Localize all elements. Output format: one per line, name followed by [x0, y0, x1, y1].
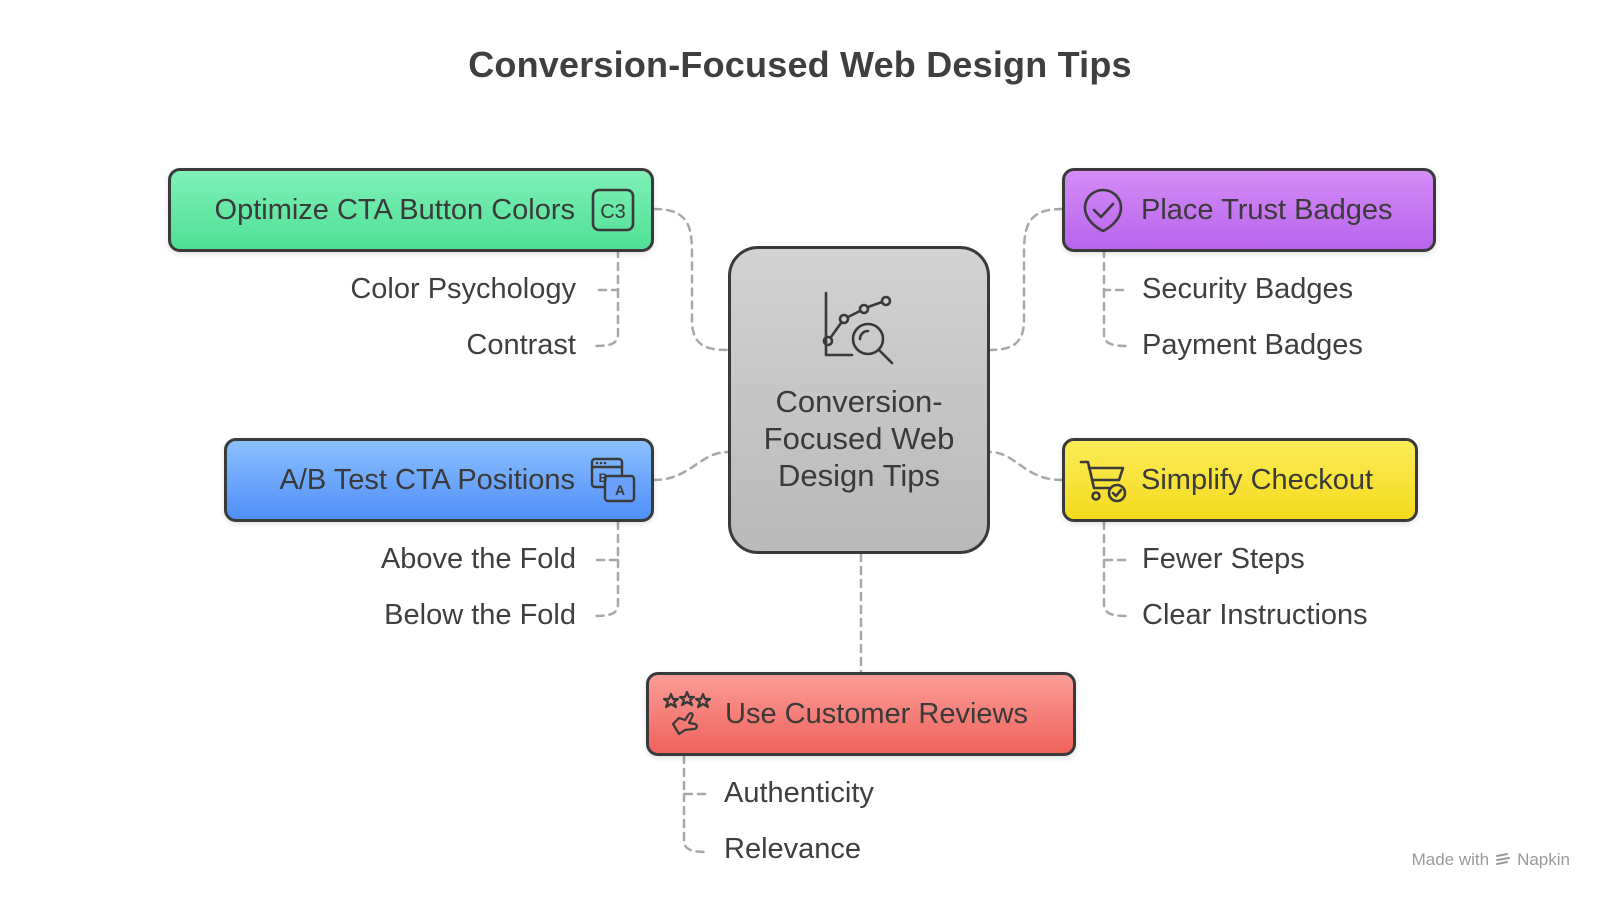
node-label: Simplify Checkout: [1141, 463, 1374, 496]
stars-hand-icon: [663, 690, 711, 736]
sub-color-psychology: Color Psychology: [350, 273, 576, 305]
svg-text:A: A: [615, 482, 625, 498]
node-optimize-cta-colors: Optimize CTA Button Colors C3: [168, 168, 654, 252]
sub-authenticity: Authenticity: [724, 777, 874, 809]
node-label: A/B Test CTA Positions: [279, 463, 576, 496]
svg-text:B: B: [599, 471, 608, 485]
sub-relevance: Relevance: [724, 833, 862, 865]
shield-check-icon: [1083, 188, 1123, 233]
footer-brand: Napkin: [1517, 850, 1570, 869]
node-simplify-checkout: Simplify Checkout: [1062, 438, 1418, 522]
node-label: Optimize CTA Button Colors: [214, 193, 575, 226]
center-topic-label: Conversion-Focused Web Design Tips: [763, 384, 955, 493]
color-code-icon: C3: [591, 188, 635, 232]
sub-above-the-fold: Above the Fold: [380, 543, 576, 575]
sub-contrast: Contrast: [466, 329, 576, 361]
cart-check-icon: [1079, 460, 1127, 503]
sub-below-the-fold: Below the Fold: [384, 599, 576, 631]
sub-clear-instructions: Clear Instructions: [1142, 599, 1368, 631]
node-use-customer-reviews: Use Customer Reviews: [646, 672, 1076, 756]
sub-security-badges: Security Badges: [1142, 273, 1354, 305]
ab-test-icon: B A: [590, 457, 636, 503]
node-label: Place Trust Badges: [1141, 193, 1393, 226]
made-with-napkin-watermark: Made with Napkin: [1412, 850, 1570, 870]
diagram-title: Conversion-Focused Web Design Tips: [468, 44, 1132, 85]
footer-prefix: Made with: [1411, 850, 1490, 869]
chart-search-icon: [822, 291, 894, 365]
center-topic-node: Conversion-Focused Web Design Tips: [728, 246, 990, 554]
sub-fewer-steps: Fewer Steps: [1142, 543, 1305, 575]
node-ab-test-cta-positions: A/B Test CTA Positions B A: [224, 438, 654, 522]
napkin-logo-icon: [1496, 853, 1511, 865]
sub-payment-badges: Payment Badges: [1142, 329, 1363, 361]
node-label: Use Customer Reviews: [725, 697, 1028, 730]
svg-text:C3: C3: [600, 201, 626, 223]
node-place-trust-badges: Place Trust Badges: [1062, 168, 1436, 252]
